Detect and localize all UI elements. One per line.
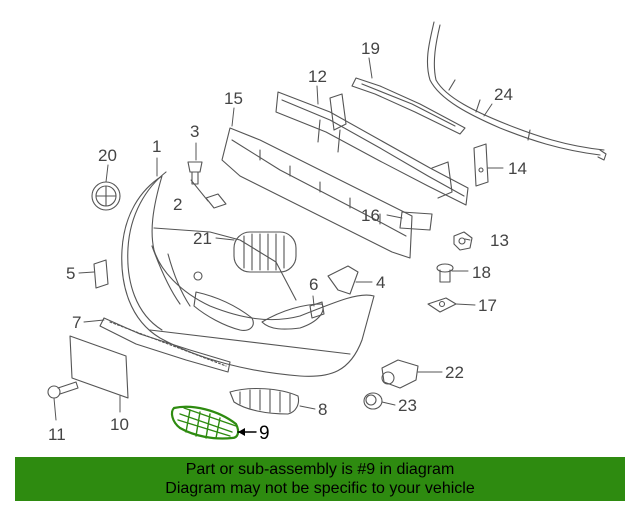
callout-2: 2 [173, 195, 182, 214]
callout-8: 8 [318, 400, 327, 419]
part-24-wiring-harness [426, 21, 607, 161]
banner-line-disclaimer: Diagram may not be specific to your vehi… [165, 480, 475, 497]
part-9-lower-grille-highlighted [170, 405, 240, 440]
part-15-energy-absorber [221, 127, 413, 259]
callout-12: 12 [308, 67, 327, 86]
part-10-license-plate-bracket [69, 335, 129, 399]
part-6-cap [309, 301, 325, 319]
part-18-push-clip [436, 263, 454, 283]
part-4-bracket [327, 265, 359, 295]
callout-7: 7 [72, 313, 81, 332]
callout-19: 19 [361, 39, 380, 58]
part-5-trim [93, 259, 109, 289]
callout-labels: 1 2 3 4 5 6 7 8 9 10 11 12 13 14 15 16 1… [48, 39, 527, 444]
part-20-emblem [91, 181, 121, 211]
callout-4: 4 [376, 273, 385, 292]
banner-line-part: Part or sub-assembly is #9 in diagram [185, 461, 455, 478]
callout-6: 6 [309, 275, 318, 294]
part-22-sensor [381, 359, 419, 389]
part-3-clip [187, 161, 203, 185]
callout-13: 13 [490, 231, 509, 250]
part-info-banner: Part or sub-assembly is #9 in diagram Di… [15, 457, 625, 501]
callout-9: 9 [259, 423, 270, 444]
callout-15: 15 [224, 89, 243, 108]
part-21-kidney-grille [233, 231, 297, 273]
callout-21: 21 [193, 229, 212, 248]
part-7-lower-grille [99, 317, 231, 373]
part-23-ring [363, 392, 383, 410]
callout-23: 23 [398, 396, 417, 415]
callout-1: 1 [152, 137, 161, 156]
part-9-arrowhead [238, 428, 245, 436]
part-16-plate [399, 211, 433, 231]
part-8-side-grille [229, 388, 300, 415]
parts-diagram: 1 2 3 4 5 6 7 8 9 10 11 12 13 14 15 16 1… [47, 21, 607, 444]
callout-24: 24 [494, 85, 513, 104]
part-11-screw [47, 381, 79, 399]
part-12-bumper-reinforcement [275, 91, 469, 206]
callout-18: 18 [472, 263, 491, 282]
callout-10: 10 [110, 415, 129, 434]
callout-11: 11 [48, 425, 66, 444]
part-19-trim-strip [351, 77, 466, 135]
callout-5: 5 [66, 264, 75, 283]
part-14-bracket [473, 143, 489, 187]
leader-lines [53, 57, 504, 433]
callout-22: 22 [445, 363, 464, 382]
callout-3: 3 [190, 122, 199, 141]
callout-16: 16 [361, 206, 380, 225]
part-2-pad [205, 193, 227, 209]
callout-17: 17 [478, 296, 497, 315]
part-1-bumper-cover [121, 171, 375, 377]
callout-14: 14 [508, 159, 527, 178]
part-17-clip-nut [427, 297, 457, 313]
callout-20: 20 [98, 146, 117, 165]
part-13-nut [453, 231, 473, 251]
